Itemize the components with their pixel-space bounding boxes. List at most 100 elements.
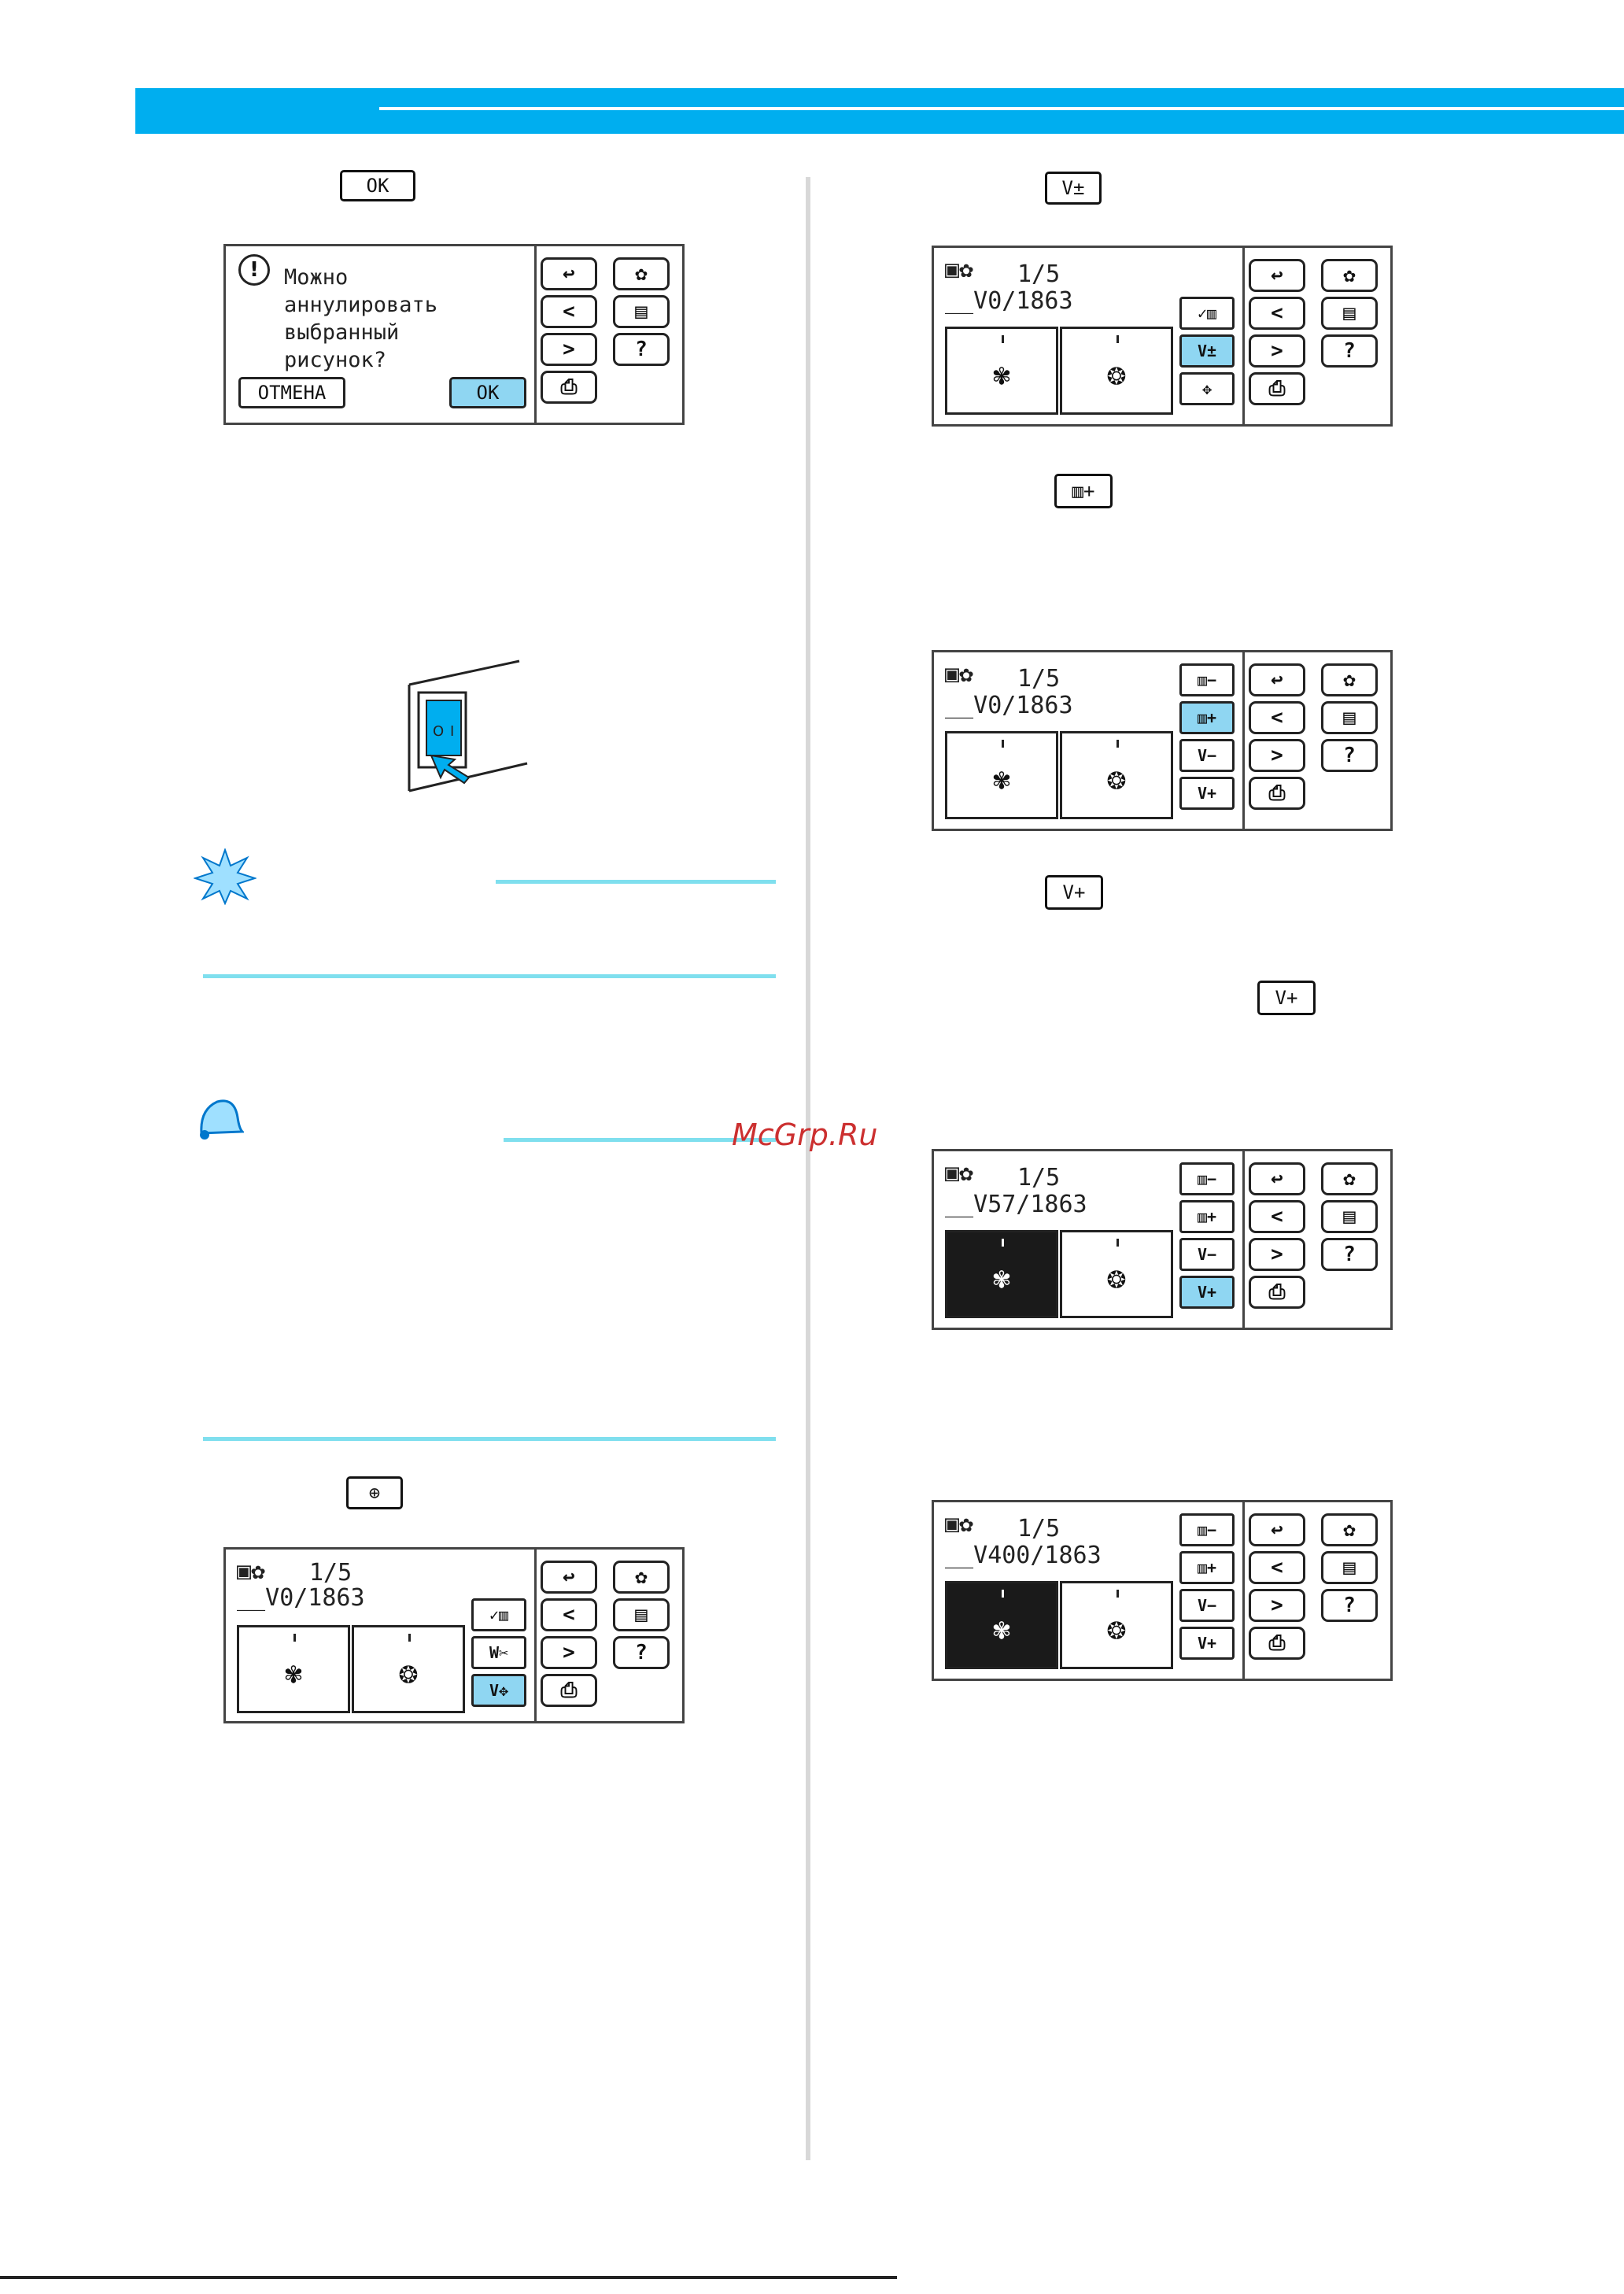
help-key[interactable]: ? xyxy=(1321,334,1378,368)
help-key[interactable]: ? xyxy=(1321,1238,1378,1271)
dialog-line: выбранный xyxy=(284,320,400,345)
needle-plus-icon: V+ xyxy=(1045,875,1103,910)
preview-current: ✾ xyxy=(945,1230,1058,1318)
next-button[interactable]: > xyxy=(541,1636,597,1669)
needle-minus-button[interactable]: V− xyxy=(1179,739,1235,772)
frame-plus-button[interactable]: ▥+ xyxy=(1179,701,1235,734)
frame-icon: ▣✿ xyxy=(945,1159,974,1187)
needle-minus-button[interactable]: V− xyxy=(1179,1238,1235,1271)
memory-key[interactable]: ▤ xyxy=(1321,1551,1378,1584)
footer-rule xyxy=(0,2276,897,2279)
screen-divider xyxy=(1242,1502,1245,1679)
ok-button[interactable]: OK xyxy=(449,377,526,408)
back-button[interactable]: ↩ xyxy=(1249,1162,1305,1195)
next-button[interactable]: > xyxy=(1249,334,1305,368)
embroidery-screen-4: ▣✿ 1/5 __V57/1863 ✾ ❂ ▥− ▥+ V− V+ ↩ < > … xyxy=(932,1149,1393,1330)
color-count: 1/5 xyxy=(1017,665,1061,693)
note-end-rule xyxy=(203,1437,776,1441)
frame-icon: ▣✿ xyxy=(237,1557,266,1585)
needle-plus-icon: V+ xyxy=(1257,981,1316,1015)
dialog-line: рисунок? xyxy=(284,348,387,372)
next-button[interactable]: > xyxy=(1249,1589,1305,1622)
embroidery-key[interactable]: ⎙ xyxy=(1249,372,1305,405)
prev-button[interactable]: < xyxy=(541,295,597,328)
svg-text:I: I xyxy=(450,723,454,740)
embroidery-screen-1: ▣✿ 1/5 __V0/1863 ✾ ❂ ✓▥ W✂ V✥ ↩ < > ⎙ ✿ … xyxy=(223,1547,685,1723)
screen-divider xyxy=(1242,248,1245,424)
prev-button[interactable]: < xyxy=(1249,701,1305,734)
needle-jump-button[interactable]: V± xyxy=(1179,334,1235,368)
header-stripe xyxy=(379,107,1624,110)
warning-icon: ! xyxy=(238,254,270,286)
check-frame-button[interactable]: ✓▥ xyxy=(1179,297,1235,330)
bell-note-icon xyxy=(200,1099,244,1140)
dialog-line: Можно xyxy=(284,265,349,290)
back-button[interactable]: ↩ xyxy=(541,1561,597,1594)
back-button[interactable]: ↩ xyxy=(1249,259,1305,292)
preview-next: ❂ xyxy=(1060,731,1173,819)
embroidery-key[interactable]: ⎙ xyxy=(541,1674,597,1707)
pattern-key[interactable]: ✿ xyxy=(613,1561,670,1594)
frame-minus-button[interactable]: ▥− xyxy=(1179,1162,1235,1195)
embroidery-key[interactable]: ⎙ xyxy=(1249,1276,1305,1309)
prev-button[interactable]: < xyxy=(1249,1200,1305,1233)
embroidery-key[interactable]: ⎙ xyxy=(541,371,597,404)
check-frame-button[interactable]: ✓▥ xyxy=(471,1598,526,1631)
back-button[interactable]: ↩ xyxy=(1249,1513,1305,1546)
help-key[interactable]: ? xyxy=(1321,1589,1378,1622)
frame-plus-button[interactable]: ▥+ xyxy=(1179,1551,1235,1584)
help-key[interactable]: ? xyxy=(613,333,670,366)
prev-button[interactable]: < xyxy=(541,1598,597,1631)
trim-button[interactable]: W✂ xyxy=(471,1636,526,1669)
pattern-key[interactable]: ✿ xyxy=(1321,1513,1378,1546)
stitch-count: __V0/1863 xyxy=(237,1584,365,1612)
screen-divider xyxy=(534,1550,537,1721)
prev-button[interactable]: < xyxy=(1249,1551,1305,1584)
back-button[interactable]: ↩ xyxy=(1249,663,1305,696)
needle-plus-button[interactable]: V+ xyxy=(1179,777,1235,810)
pattern-key[interactable]: ✿ xyxy=(1321,1162,1378,1195)
preview-current: ✾ xyxy=(237,1625,350,1713)
dialog-message: Можно аннулировать выбранный рисунок? xyxy=(284,264,437,374)
needle-move-icon: ⊕ xyxy=(346,1476,403,1509)
pattern-key[interactable]: ✿ xyxy=(1321,259,1378,292)
frame-minus-button[interactable]: ▥− xyxy=(1179,663,1235,696)
memo-rule xyxy=(496,880,776,884)
next-button[interactable]: > xyxy=(1249,1238,1305,1271)
memory-key[interactable]: ▤ xyxy=(1321,297,1378,330)
help-key[interactable]: ? xyxy=(1321,739,1378,772)
svg-text:O: O xyxy=(433,723,444,740)
needle-plus-button[interactable]: V+ xyxy=(1179,1276,1235,1309)
dialog-line: аннулировать xyxy=(284,293,438,317)
memory-key[interactable]: ▤ xyxy=(1321,701,1378,734)
frame-minus-button[interactable]: ▥− xyxy=(1179,1513,1235,1546)
screen-divider xyxy=(534,246,537,423)
next-button[interactable]: > xyxy=(541,333,597,366)
pattern-key[interactable]: ✿ xyxy=(1321,663,1378,696)
color-count: 1/5 xyxy=(1017,1515,1061,1542)
preview-next: ❂ xyxy=(1060,1581,1173,1669)
back-button[interactable]: ↩ xyxy=(541,257,597,290)
prev-button[interactable]: < xyxy=(1249,297,1305,330)
cancel-button[interactable]: ОТМЕНА xyxy=(238,377,345,408)
embroidery-key[interactable]: ⎙ xyxy=(1249,1627,1305,1660)
preview-current: ✾ xyxy=(945,327,1058,415)
embroidery-key[interactable]: ⎙ xyxy=(1249,777,1305,810)
needle-plus-button[interactable]: V+ xyxy=(1179,1627,1235,1660)
memory-key[interactable]: ▤ xyxy=(1321,1200,1378,1233)
inline-ok-key: OK xyxy=(340,170,415,201)
pattern-key[interactable]: ✿ xyxy=(613,257,670,290)
memory-key[interactable]: ▤ xyxy=(613,1598,670,1631)
memory-key[interactable]: ▤ xyxy=(613,295,670,328)
preview-current: ✾ xyxy=(945,1581,1058,1669)
needle-minus-button[interactable]: V− xyxy=(1179,1589,1235,1622)
help-key[interactable]: ? xyxy=(613,1636,670,1669)
move-button[interactable]: ✥ xyxy=(1179,372,1235,405)
power-switch-illustration: O I xyxy=(408,659,528,792)
next-button[interactable]: > xyxy=(1249,739,1305,772)
preview-current: ✾ xyxy=(945,731,1058,819)
color-count: 1/5 xyxy=(1017,260,1061,288)
frame-plus-button[interactable]: ▥+ xyxy=(1179,1200,1235,1233)
needle-move-button[interactable]: V✥ xyxy=(471,1674,526,1707)
embroidery-screen-2: ▣✿ 1/5 __V0/1863 ✾ ❂ ✓▥ V± ✥ ↩ < > ⎙ ✿ ▤… xyxy=(932,246,1393,427)
